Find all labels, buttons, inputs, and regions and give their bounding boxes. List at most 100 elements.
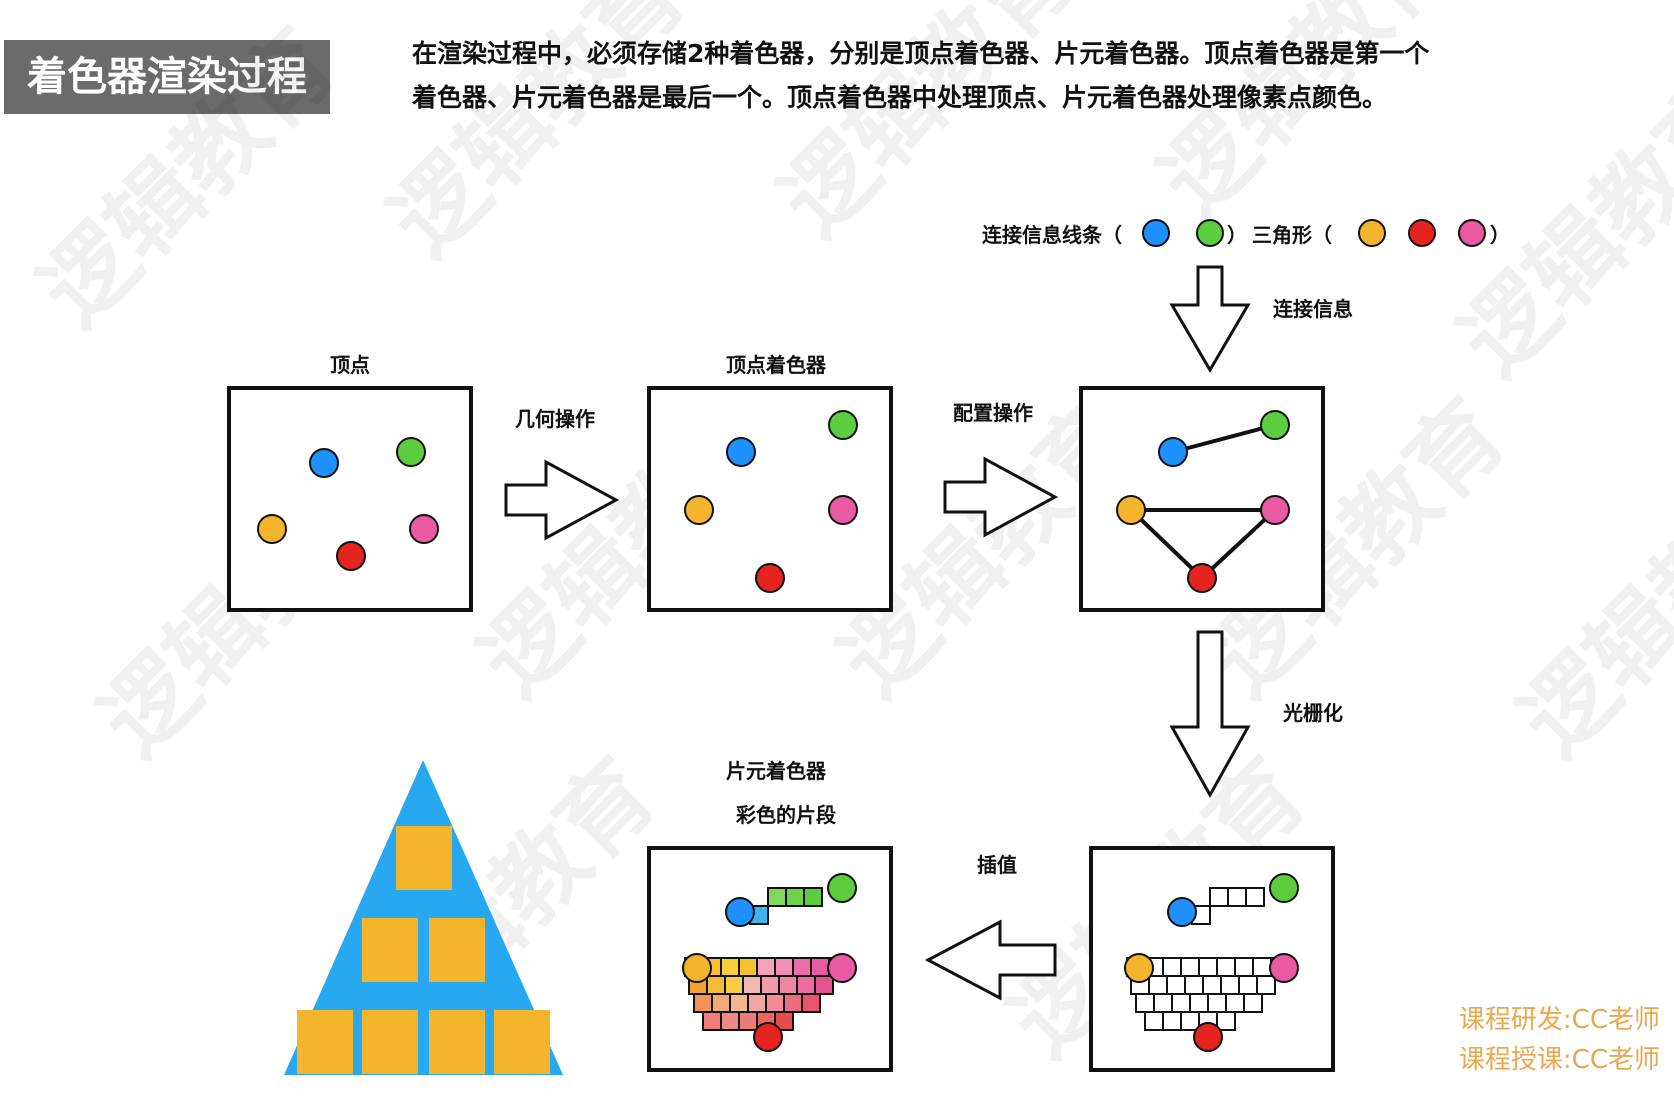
fragment-shader-label: 片元着色器	[726, 759, 827, 783]
rz-vertex-orange	[1124, 953, 1154, 983]
legend-blue-dot	[1142, 219, 1170, 247]
watermark-text: 逻辑教育	[370, 0, 706, 276]
fragment-cell	[774, 1011, 794, 1031]
legend-triangle-label: 三角形（	[1252, 223, 1332, 247]
watermark-text: 逻辑教育	[1140, 0, 1476, 236]
vs-vertex-pink	[828, 495, 858, 525]
fragment-cell	[783, 993, 803, 1013]
fragment-cell	[720, 1011, 740, 1031]
geometry-op-label: 几何操作	[515, 407, 595, 431]
watermark-text: 逻辑教育	[760, 0, 1096, 256]
fragment-cell	[801, 993, 821, 1013]
pyramid-illustration	[284, 760, 563, 1075]
pyramid-block	[429, 1010, 485, 1074]
vertex-shader-label: 顶点着色器	[726, 353, 827, 377]
fragment-cell	[702, 1011, 722, 1031]
connect-info-label: 连接信息	[1273, 297, 1353, 321]
rz-vertex-red	[1193, 1022, 1223, 1052]
fragment-cell	[1162, 1011, 1182, 1031]
fragment-cell	[778, 975, 798, 995]
fs-vertex-green	[827, 873, 857, 903]
description-line-1: 在渲染过程中，必须存储2种着色器，分别是顶点着色器、片元着色器。顶点着色器是第一…	[412, 39, 1430, 68]
fragment-shader-box	[647, 846, 893, 1072]
fragment-cell	[1234, 957, 1254, 977]
fragment-cell	[1171, 993, 1191, 1013]
rasterize-label: 光栅化	[1282, 701, 1343, 725]
pa-vertex-blue	[1158, 437, 1188, 467]
vs-vertex-blue	[726, 437, 756, 467]
pyramid-block	[297, 1010, 353, 1074]
vertex-shader-box	[647, 386, 893, 612]
fragment-cell	[1180, 1011, 1200, 1031]
pa-vertex-green	[1260, 410, 1290, 440]
rasterize-arrow	[1169, 630, 1251, 799]
config-op-label: 配置操作	[953, 401, 1033, 425]
pyramid-triangle	[284, 760, 563, 1075]
vs-vertex-red	[755, 563, 785, 593]
interpolate-label: 插值	[977, 853, 1017, 877]
fragment-cell	[1148, 975, 1168, 995]
legend-green-dot	[1196, 219, 1224, 247]
pyramid-block	[362, 918, 418, 982]
fragment-cell	[1144, 1011, 1164, 1031]
rz-vertex-green	[1269, 873, 1299, 903]
fragment-cell	[1252, 957, 1272, 977]
vertex-orange	[257, 514, 287, 544]
interpolate-arrow	[924, 919, 1057, 1001]
fragment-cell	[747, 993, 767, 1013]
fragment-cell	[738, 1011, 758, 1031]
pyramid-block	[429, 918, 485, 982]
fragment-cell	[1256, 975, 1276, 995]
fragment-cell	[706, 975, 726, 995]
fragment-cell	[1166, 975, 1186, 995]
fragment-cell	[756, 957, 776, 977]
raster-fragment-grid	[1126, 887, 1290, 1031]
fragment-cell	[810, 957, 830, 977]
page-title: 着色器渲染过程	[4, 40, 330, 114]
pa-vertex-red	[1187, 563, 1217, 593]
fragment-cell	[729, 993, 749, 1013]
fragment-cell	[1216, 957, 1236, 977]
fs-vertex-orange	[682, 953, 712, 983]
fragment-cell	[738, 957, 758, 977]
watermark-text: 逻辑教育	[1500, 440, 1674, 776]
fragment-cell	[1135, 993, 1155, 1013]
legend-triangle-close: ）	[1490, 223, 1510, 247]
fragment-cell	[1225, 993, 1245, 1013]
vertex-red	[336, 541, 366, 571]
pyramid-block	[362, 1010, 418, 1074]
legend-lines-close: ）	[1227, 223, 1247, 247]
fragment-cell	[1216, 1011, 1236, 1031]
fragment-cell	[814, 975, 834, 995]
fragment-cell	[742, 975, 762, 995]
fragment-cell	[803, 887, 823, 907]
primitive-assembly-box	[1079, 386, 1325, 612]
fragment-cell	[724, 975, 744, 995]
vertex-green	[396, 437, 426, 467]
fragment-cell	[1220, 975, 1240, 995]
legend: 连接信息线条（ ） 三角形（ ）	[982, 219, 1510, 247]
fragment-cell	[1209, 887, 1229, 907]
legend-orange-dot	[1358, 219, 1386, 247]
fragment-cell	[1189, 993, 1209, 1013]
vs-vertex-green	[828, 410, 858, 440]
fragment-cell	[1162, 957, 1182, 977]
fragment-cell	[774, 957, 794, 977]
legend-lines-label: 连接信息线条（	[982, 223, 1122, 247]
pa-vertex-pink	[1260, 495, 1290, 525]
watermark-text: 逻辑教育	[20, 10, 356, 346]
vertex-blue	[309, 448, 339, 478]
fragment-cell	[1245, 887, 1265, 907]
config-op-arrow	[943, 456, 1059, 538]
legend-red-dot	[1408, 219, 1436, 247]
rz-vertex-blue	[1167, 897, 1197, 927]
fragment-cell	[1243, 993, 1263, 1013]
pa-vertex-orange	[1116, 495, 1146, 525]
rasterized-box	[1089, 846, 1335, 1072]
rz-vertex-pink	[1269, 953, 1299, 983]
credit-dev: 课程研发:CC老师	[1459, 1005, 1660, 1035]
fragment-cell	[1198, 957, 1218, 977]
fs-vertex-pink	[827, 953, 857, 983]
vs-vertex-orange	[684, 495, 714, 525]
